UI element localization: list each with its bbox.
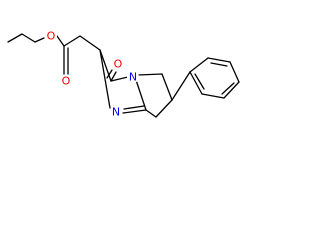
bond-ch2-ether-o (34, 37, 45, 43)
bond-ether-o-carbonyl (56, 35, 65, 47)
molecule-structure-diagram: O O O N N (7, 30, 240, 119)
atom-ring-carbonyl-oxygen: O (114, 58, 123, 71)
bond-carbonyl-ch2 (63, 35, 81, 47)
atom-imine-nitrogen: N (112, 106, 120, 119)
bond-c2-c3 (99, 49, 112, 82)
bond-ph-2 (207, 57, 231, 63)
bond-n4-c5 (137, 73, 163, 76)
bond-c7a-n1-double (123, 105, 145, 110)
bond-n4-c7a (135, 79, 147, 111)
bond-c3-n4 (110, 76, 129, 82)
bond-c6-phenyl (171, 71, 191, 101)
bond-ph-4 (223, 81, 240, 99)
bond-n1-c2 (99, 49, 111, 109)
bond-c7-c7a (145, 109, 157, 118)
atom-ester-carbonyl-oxygen: O (62, 75, 71, 88)
bond-layer (7, 33, 240, 118)
bond-ph-6 (189, 71, 203, 95)
atom-label-layer: O O O N N (45, 30, 139, 119)
bond-ch2-ring (79, 35, 101, 51)
bond-c6-c7 (155, 99, 173, 118)
atom-ether-oxygen: O (47, 30, 56, 43)
bond-ph-inner-2 (221, 82, 235, 95)
bond-ring-co-2 (106, 69, 113, 79)
bond-ring-co-1 (110, 71, 117, 82)
bond-ethyl-ch2 (21, 33, 36, 43)
bond-ph-5 (201, 93, 225, 99)
bond-ph-inner-1 (210, 62, 228, 67)
bond-ethyl-ch3 (7, 33, 23, 43)
bond-ph-1 (189, 57, 209, 73)
atom-bridge-nitrogen: N (129, 71, 137, 84)
bond-ph-3 (229, 61, 240, 83)
bond-ph-inner-3 (194, 73, 205, 90)
bond-c5-c6 (161, 73, 173, 101)
bond-c7a-n1 (122, 109, 147, 114)
